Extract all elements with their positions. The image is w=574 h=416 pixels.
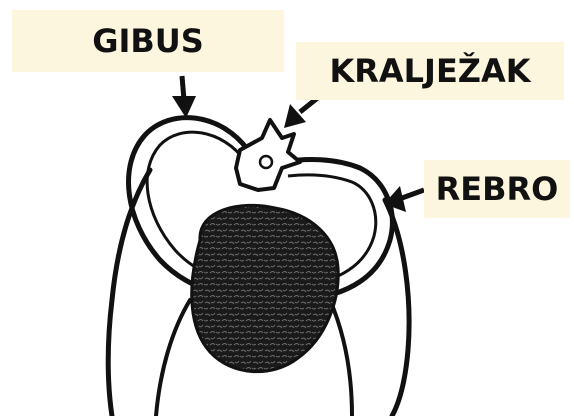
head-hair [192,205,338,371]
label-rebro: REBRO [424,160,570,218]
right-arm-inner-outline [330,300,352,416]
vertebra-canal [260,156,272,168]
arrow-gibus [172,76,196,118]
arrow-kraljezak [284,96,320,128]
right-arm-outline [385,200,409,416]
label-gibus: GIBUS [12,10,284,72]
vertebra [236,120,300,190]
label-kraljezak: KRALJEŽAK [296,42,564,100]
left-arm-inner-outline [156,300,190,416]
label-kraljezak-text: KRALJEŽAK [329,55,530,87]
label-gibus-text: GIBUS [92,25,204,57]
label-rebro-text: REBRO [436,173,559,205]
